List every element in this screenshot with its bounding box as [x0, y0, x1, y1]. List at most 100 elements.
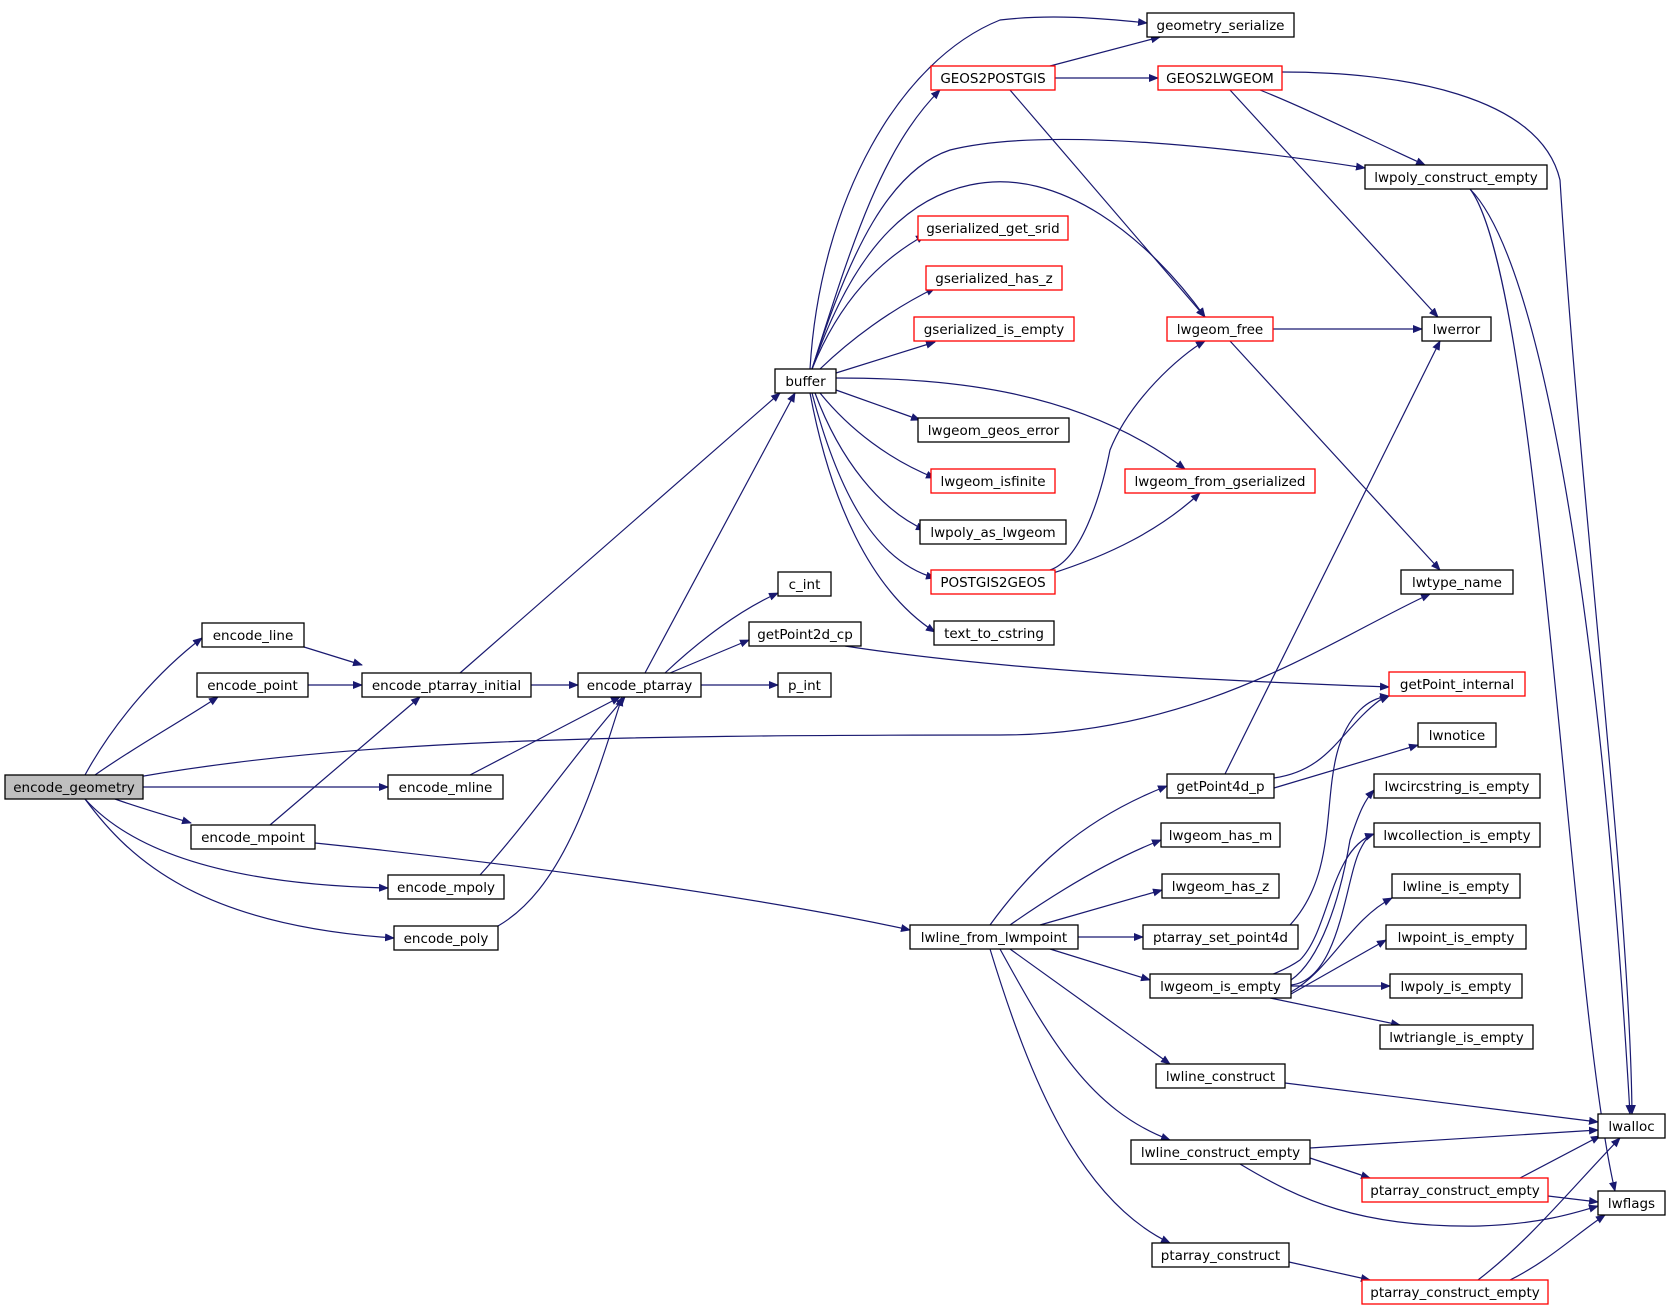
- node-box[interactable]: [777, 672, 832, 698]
- node-lwtype_name[interactable]: lwtype_name: [1400, 569, 1514, 595]
- node-box[interactable]: [1149, 973, 1292, 999]
- node-lwpoint_is_empty[interactable]: lwpoint_is_empty: [1385, 924, 1527, 950]
- node-GEOS2LWGEOM[interactable]: GEOS2LWGEOM: [1157, 65, 1283, 91]
- node-box[interactable]: [361, 672, 532, 698]
- node-encode_mpoint[interactable]: encode_mpoint: [190, 824, 316, 850]
- node-box[interactable]: [917, 215, 1069, 241]
- node-lwgeom_has_z[interactable]: lwgeom_has_z: [1161, 873, 1280, 899]
- node-getPoint_internal[interactable]: getPoint_internal: [1388, 671, 1526, 697]
- node-box[interactable]: [1361, 1177, 1549, 1203]
- node-box[interactable]: [1373, 822, 1541, 848]
- node-ptarray_construct[interactable]: ptarray_construct: [1151, 1242, 1290, 1268]
- node-box[interactable]: [1151, 1242, 1290, 1268]
- node-ptarray_set_point4d[interactable]: ptarray_set_point4d: [1142, 924, 1299, 950]
- node-c_int[interactable]: c_int: [777, 571, 832, 597]
- node-lwline_is_empty[interactable]: lwline_is_empty: [1391, 873, 1521, 899]
- node-box[interactable]: [930, 65, 1056, 91]
- node-box[interactable]: [1417, 722, 1497, 748]
- node-box[interactable]: [1146, 12, 1295, 38]
- node-lwcircstring_is_empty[interactable]: lwcircstring_is_empty: [1373, 773, 1541, 799]
- node-p_int[interactable]: p_int: [777, 672, 832, 698]
- node-box[interactable]: [933, 620, 1055, 646]
- node-box[interactable]: [913, 316, 1075, 342]
- node-box[interactable]: [930, 468, 1056, 494]
- node-lwtriangle_is_empty[interactable]: lwtriangle_is_empty: [1379, 1024, 1534, 1050]
- node-lwline_from_lwmpoint[interactable]: lwline_from_lwmpoint: [909, 924, 1079, 950]
- node-text_to_cstring[interactable]: text_to_cstring: [933, 620, 1055, 646]
- node-box[interactable]: [201, 622, 305, 648]
- node-box[interactable]: [1364, 164, 1548, 190]
- node-lwalloc[interactable]: lwalloc: [1597, 1113, 1666, 1139]
- node-box[interactable]: [925, 265, 1063, 291]
- node-encode_ptarray_initial[interactable]: encode_ptarray_initial: [361, 672, 532, 698]
- node-box[interactable]: [777, 571, 832, 597]
- node-getPoint2d_cp[interactable]: getPoint2d_cp: [748, 621, 862, 647]
- node-encode_ptarray[interactable]: encode_ptarray: [577, 672, 702, 698]
- node-box[interactable]: [930, 569, 1056, 595]
- node-lwerror[interactable]: lwerror: [1421, 316, 1492, 342]
- node-gserialized_is_empty[interactable]: gserialized_is_empty: [913, 316, 1075, 342]
- node-POSTGIS2GEOS[interactable]: POSTGIS2GEOS: [930, 569, 1056, 595]
- node-box[interactable]: [1391, 873, 1521, 899]
- node-box[interactable]: [1385, 924, 1527, 950]
- node-ptarray_construct_empty_1[interactable]: ptarray_construct_empty: [1361, 1177, 1549, 1203]
- node-lwpoly_construct_empty[interactable]: lwpoly_construct_empty: [1364, 164, 1548, 190]
- node-buffer[interactable]: buffer: [774, 368, 837, 394]
- node-lwflags[interactable]: lwflags: [1597, 1190, 1666, 1216]
- node-box[interactable]: [919, 519, 1067, 545]
- node-box[interactable]: [1130, 1139, 1311, 1165]
- node-lwgeom_is_empty[interactable]: lwgeom_is_empty: [1149, 973, 1292, 999]
- node-box[interactable]: [1597, 1190, 1666, 1216]
- node-gserialized_get_srid[interactable]: gserialized_get_srid: [917, 215, 1069, 241]
- node-encode_line[interactable]: encode_line: [201, 622, 305, 648]
- node-lwline_construct[interactable]: lwline_construct: [1155, 1063, 1286, 1089]
- node-box[interactable]: [1597, 1113, 1666, 1139]
- node-encode_mline[interactable]: encode_mline: [387, 774, 504, 800]
- node-box[interactable]: [774, 368, 837, 394]
- node-box[interactable]: [1400, 569, 1514, 595]
- node-lwgeom_isfinite[interactable]: lwgeom_isfinite: [930, 468, 1056, 494]
- node-box[interactable]: [1166, 773, 1275, 799]
- node-box[interactable]: [917, 417, 1070, 443]
- node-lwpoly_as_lwgeom[interactable]: lwpoly_as_lwgeom: [919, 519, 1067, 545]
- node-box[interactable]: [909, 924, 1079, 950]
- node-box[interactable]: [387, 874, 505, 900]
- node-lwgeom_from_gserialized[interactable]: lwgeom_from_gserialized: [1124, 468, 1316, 494]
- node-box[interactable]: [1124, 468, 1316, 494]
- node-box[interactable]: [190, 824, 316, 850]
- node-ptarray_construct_empty_2[interactable]: ptarray_construct_empty: [1361, 1279, 1549, 1305]
- node-lwgeom_free[interactable]: lwgeom_free: [1166, 316, 1274, 342]
- node-box[interactable]: [1142, 924, 1299, 950]
- node-lwgeom_has_m[interactable]: lwgeom_has_m: [1160, 822, 1281, 848]
- node-box[interactable]: [393, 925, 499, 951]
- node-lwcollection_is_empty[interactable]: lwcollection_is_empty: [1373, 822, 1541, 848]
- node-box[interactable]: [577, 672, 702, 698]
- node-box[interactable]: [4, 774, 144, 800]
- node-box[interactable]: [1379, 1024, 1534, 1050]
- node-box[interactable]: [387, 774, 504, 800]
- node-getPoint4d_p[interactable]: getPoint4d_p: [1166, 773, 1275, 799]
- node-gserialized_has_z[interactable]: gserialized_has_z: [925, 265, 1063, 291]
- node-box[interactable]: [1389, 973, 1523, 999]
- node-lwnotice[interactable]: lwnotice: [1417, 722, 1497, 748]
- node-box[interactable]: [1157, 65, 1283, 91]
- node-box[interactable]: [748, 621, 862, 647]
- node-box[interactable]: [1155, 1063, 1286, 1089]
- node-GEOS2POSTGIS[interactable]: GEOS2POSTGIS: [930, 65, 1056, 91]
- node-box[interactable]: [1361, 1279, 1549, 1305]
- node-lwgeom_geos_error[interactable]: lwgeom_geos_error: [917, 417, 1070, 443]
- node-box[interactable]: [1160, 822, 1281, 848]
- node-box[interactable]: [1166, 316, 1274, 342]
- node-box[interactable]: [1388, 671, 1526, 697]
- node-lwline_construct_empty[interactable]: lwline_construct_empty: [1130, 1139, 1311, 1165]
- node-geometry_serialize[interactable]: geometry_serialize: [1146, 12, 1295, 38]
- node-encode_poly[interactable]: encode_poly: [393, 925, 499, 951]
- node-encode_point[interactable]: encode_point: [196, 672, 309, 698]
- node-encode_geometry[interactable]: encode_geometry: [4, 774, 144, 800]
- node-box[interactable]: [1373, 773, 1541, 799]
- node-encode_mpoly[interactable]: encode_mpoly: [387, 874, 505, 900]
- node-box[interactable]: [1421, 316, 1492, 342]
- node-box[interactable]: [1161, 873, 1280, 899]
- node-lwpoly_is_empty[interactable]: lwpoly_is_empty: [1389, 973, 1523, 999]
- node-box[interactable]: [196, 672, 309, 698]
